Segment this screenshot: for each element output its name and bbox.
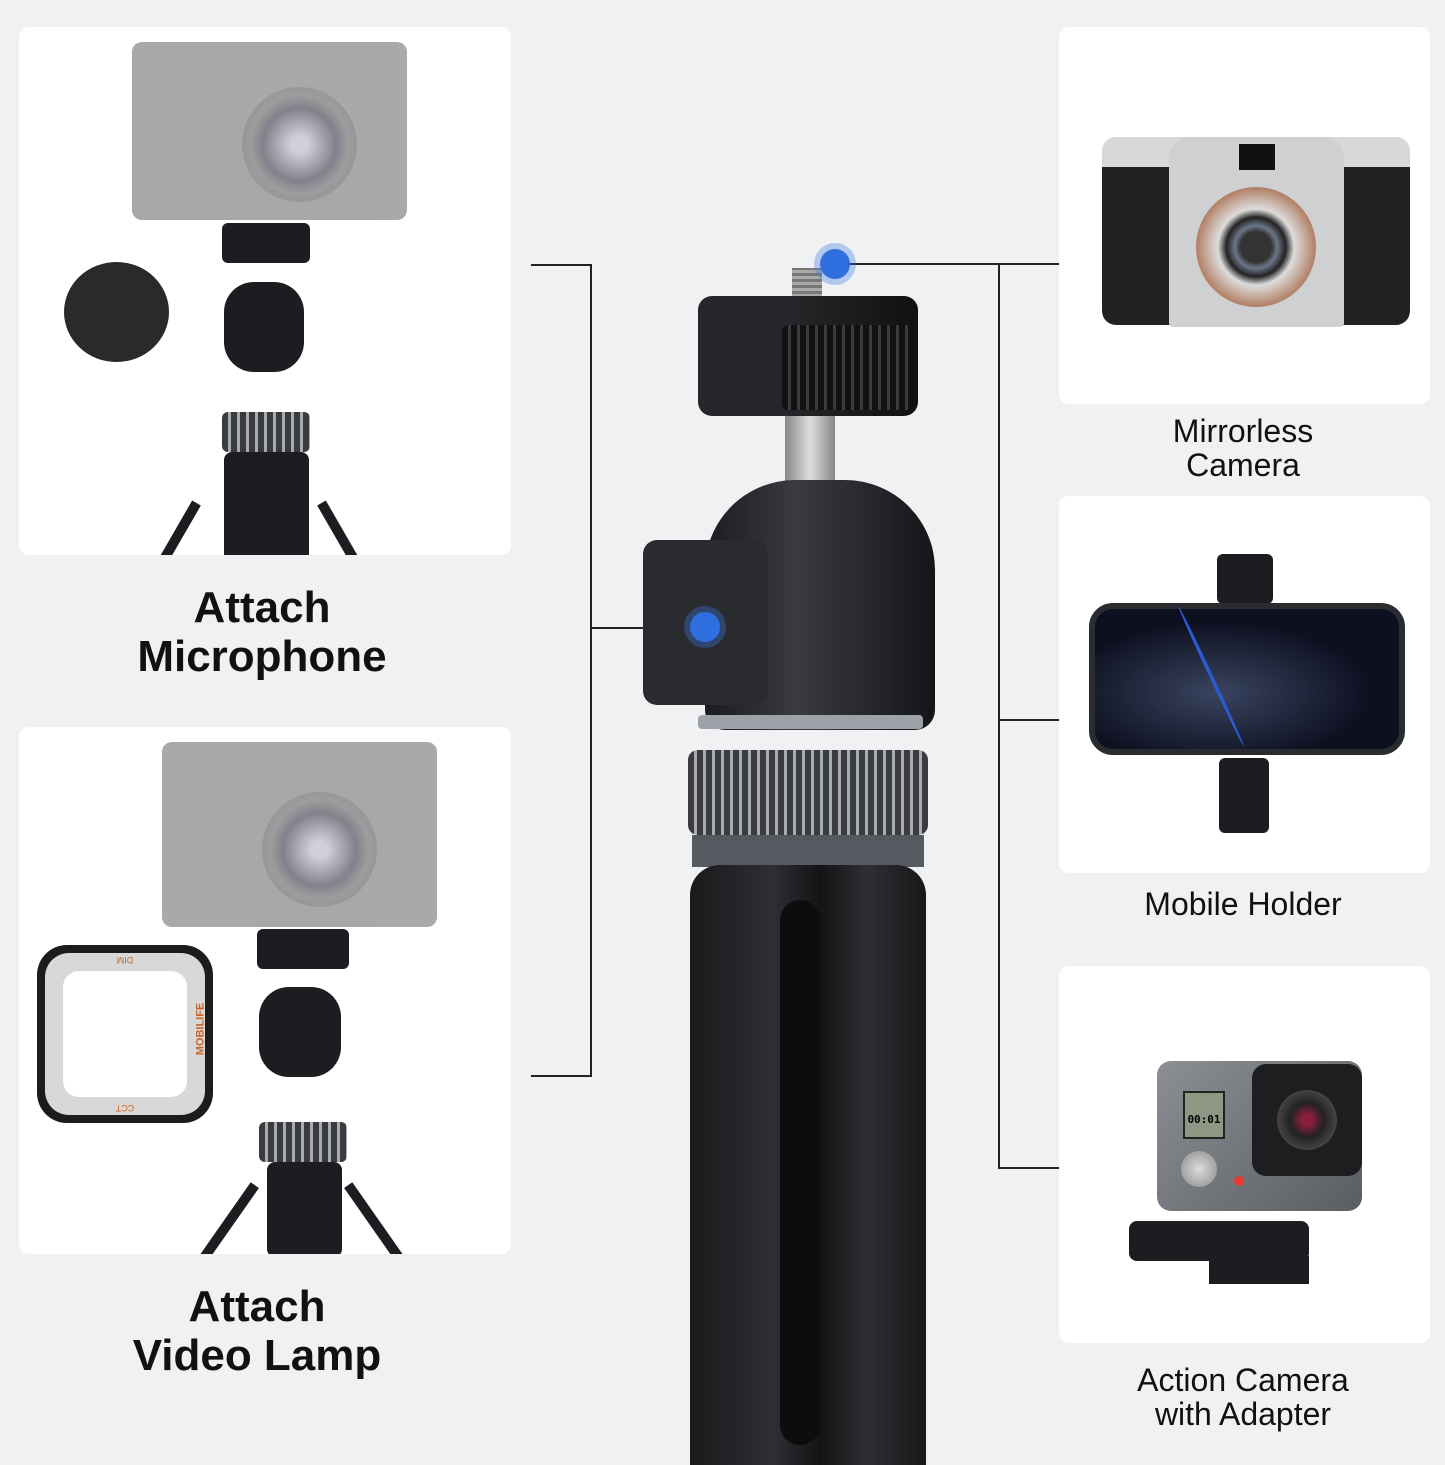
mirrorless-camera-panel: [1059, 27, 1430, 404]
connector-line: [835, 263, 1059, 265]
lamp-bottom-label: CCT: [115, 1103, 135, 1113]
lamp-top-label: DIM: [116, 955, 134, 965]
shoe-mount-indicator: [690, 612, 720, 642]
action-camera-panel: 00:01: [1059, 966, 1430, 1343]
microphone-panel: [19, 27, 511, 555]
lamp-brand: MOBILIFE: [194, 1002, 207, 1056]
collar: [222, 412, 310, 452]
mount-point-indicator: [820, 249, 850, 279]
ball-head: [224, 282, 304, 372]
mobile-holder-panel: [1059, 496, 1430, 873]
action-camera-screen: 00:01: [1183, 1091, 1225, 1139]
connector-line: [531, 264, 592, 266]
video-lamp-panel: DIM CCT MOBILIFE: [19, 727, 511, 1254]
phone-image: [1089, 603, 1405, 755]
shoe-mount: [222, 223, 310, 263]
camera-image: [162, 742, 437, 927]
ball-head: [259, 987, 341, 1077]
grip: [224, 452, 309, 555]
microphone-image: [64, 262, 169, 362]
device-label: Mobile Holder: [1144, 886, 1342, 922]
camera-image: [132, 42, 407, 220]
video-lamp: DIM CCT MOBILIFE: [37, 945, 213, 1123]
